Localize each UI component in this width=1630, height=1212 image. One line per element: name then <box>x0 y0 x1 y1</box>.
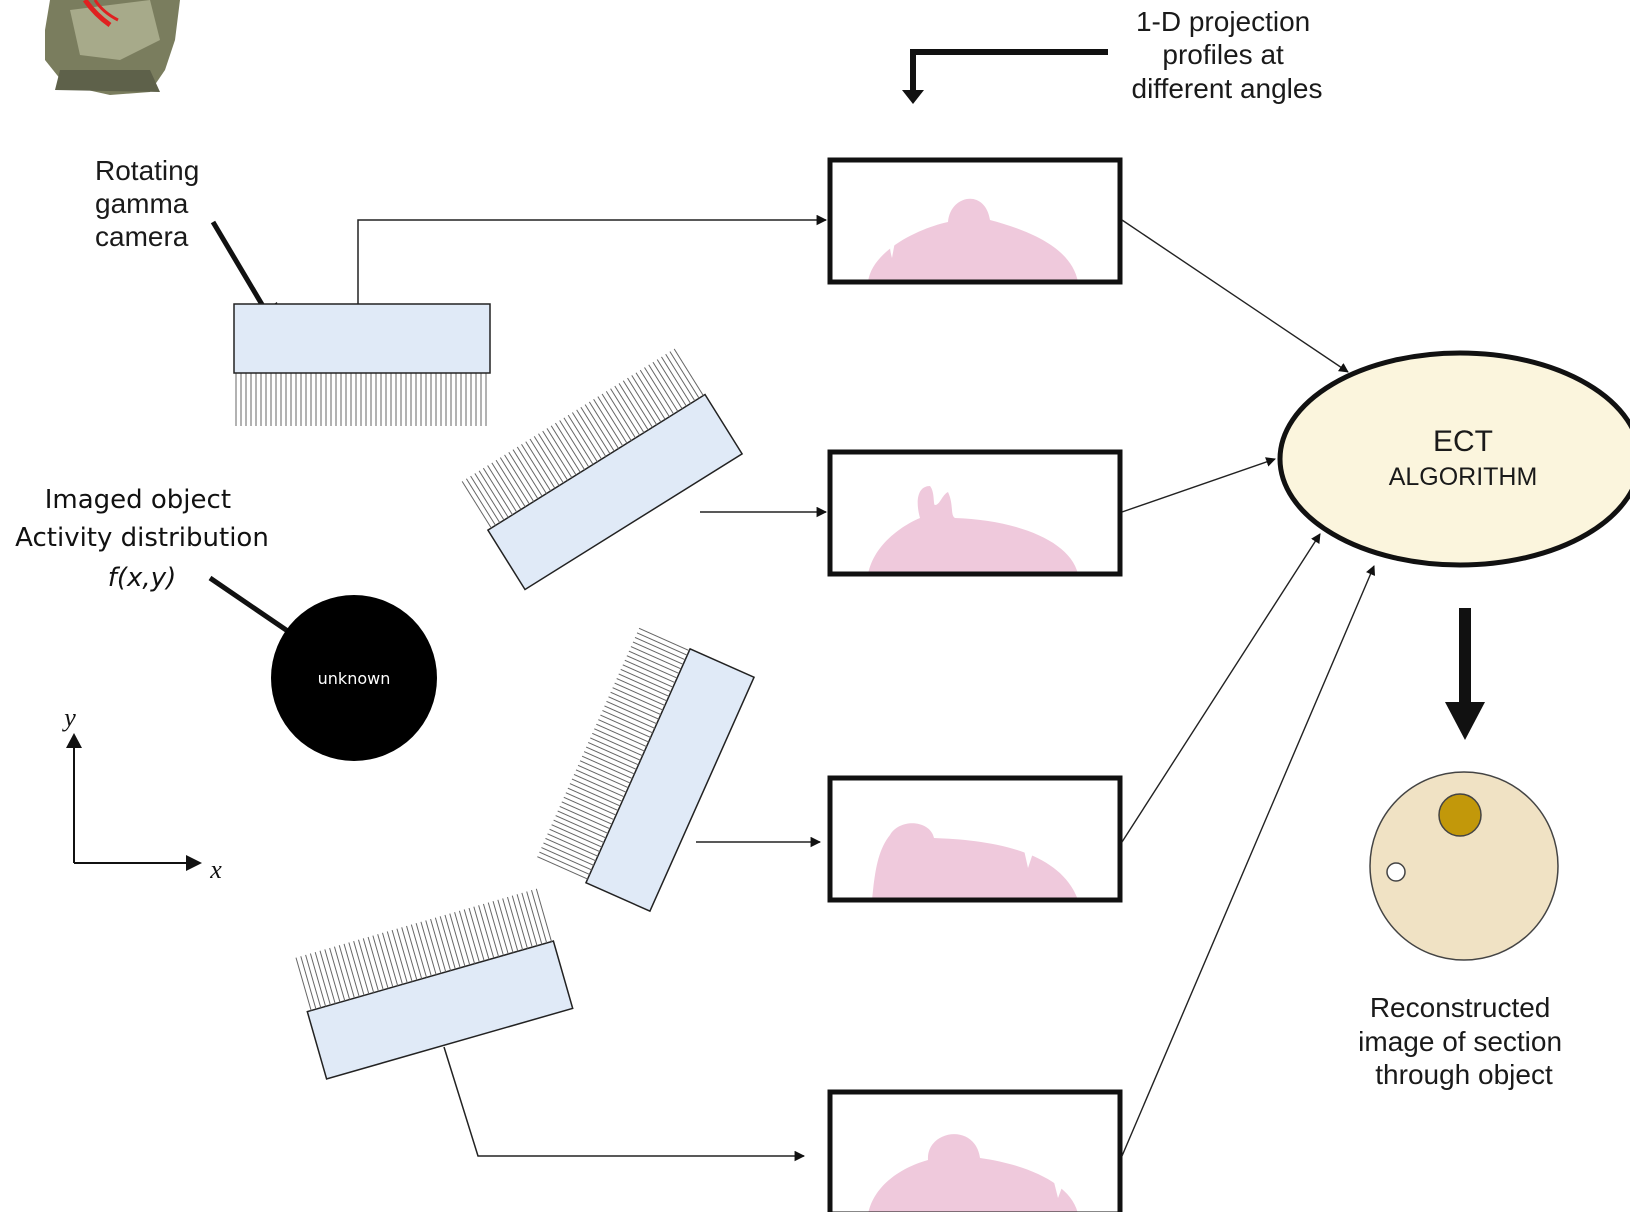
axis-y-label: y <box>61 703 76 732</box>
detector-head-3 <box>535 626 756 913</box>
projection-profile-2 <box>827 449 1123 577</box>
reconstruction-label-line1: Reconstructed <box>1370 992 1551 1023</box>
reconstruction-label-line2: image of section <box>1358 1026 1562 1057</box>
camera-label-line2: gamma <box>95 188 189 219</box>
axis-x-label: x <box>209 855 222 884</box>
projection-pointer-arrow <box>902 49 1108 104</box>
imaged-object-label: unknown <box>318 669 391 688</box>
algorithm-label-name: ALGORITHM <box>1389 463 1538 491</box>
projection-label-line2: profiles at <box>1162 39 1284 70</box>
object-label-line2: Activity distribution <box>15 523 269 553</box>
projection-profile-1 <box>827 157 1123 285</box>
imaged-object: unknown <box>271 595 437 761</box>
projection-label-line3: different angles <box>1132 73 1323 104</box>
reconstructed-image <box>1369 771 1559 961</box>
object-label-line1: Imaged object <box>45 485 231 515</box>
camera-label-line1: Rotating <box>95 155 199 186</box>
detector-connectors <box>357 214 828 1162</box>
object-label-function: f(x,y) <box>108 563 176 593</box>
object-pointer-line <box>208 575 294 637</box>
detector-head-1 <box>233 303 491 426</box>
detector-head-2 <box>458 347 744 591</box>
algorithm-connectors <box>1121 219 1376 1157</box>
projection-profile-4 <box>827 1089 1123 1212</box>
ect-algorithm-node: ECT ALGORITHM <box>1277 350 1630 568</box>
gamma-camera-icon <box>45 0 180 95</box>
projection-profile-3 <box>827 775 1123 903</box>
reconstruction-label-line3: through object <box>1375 1059 1553 1090</box>
object-label: Imaged object Activity distribution <box>15 485 269 553</box>
reconstruction-label: Reconstructed image of section through o… <box>1358 992 1570 1090</box>
reconstruction-arrow <box>1445 608 1485 740</box>
projection-label: 1-D projection profiles at different ang… <box>1132 6 1323 104</box>
algorithm-label-ect: ECT <box>1433 425 1493 458</box>
camera-label: Rotating gamma camera <box>95 155 207 252</box>
camera-label-line3: camera <box>95 221 189 252</box>
detector-head-4 <box>292 888 574 1080</box>
projection-label-line1: 1-D projection <box>1136 6 1310 37</box>
coordinate-axes: y x <box>61 703 222 884</box>
